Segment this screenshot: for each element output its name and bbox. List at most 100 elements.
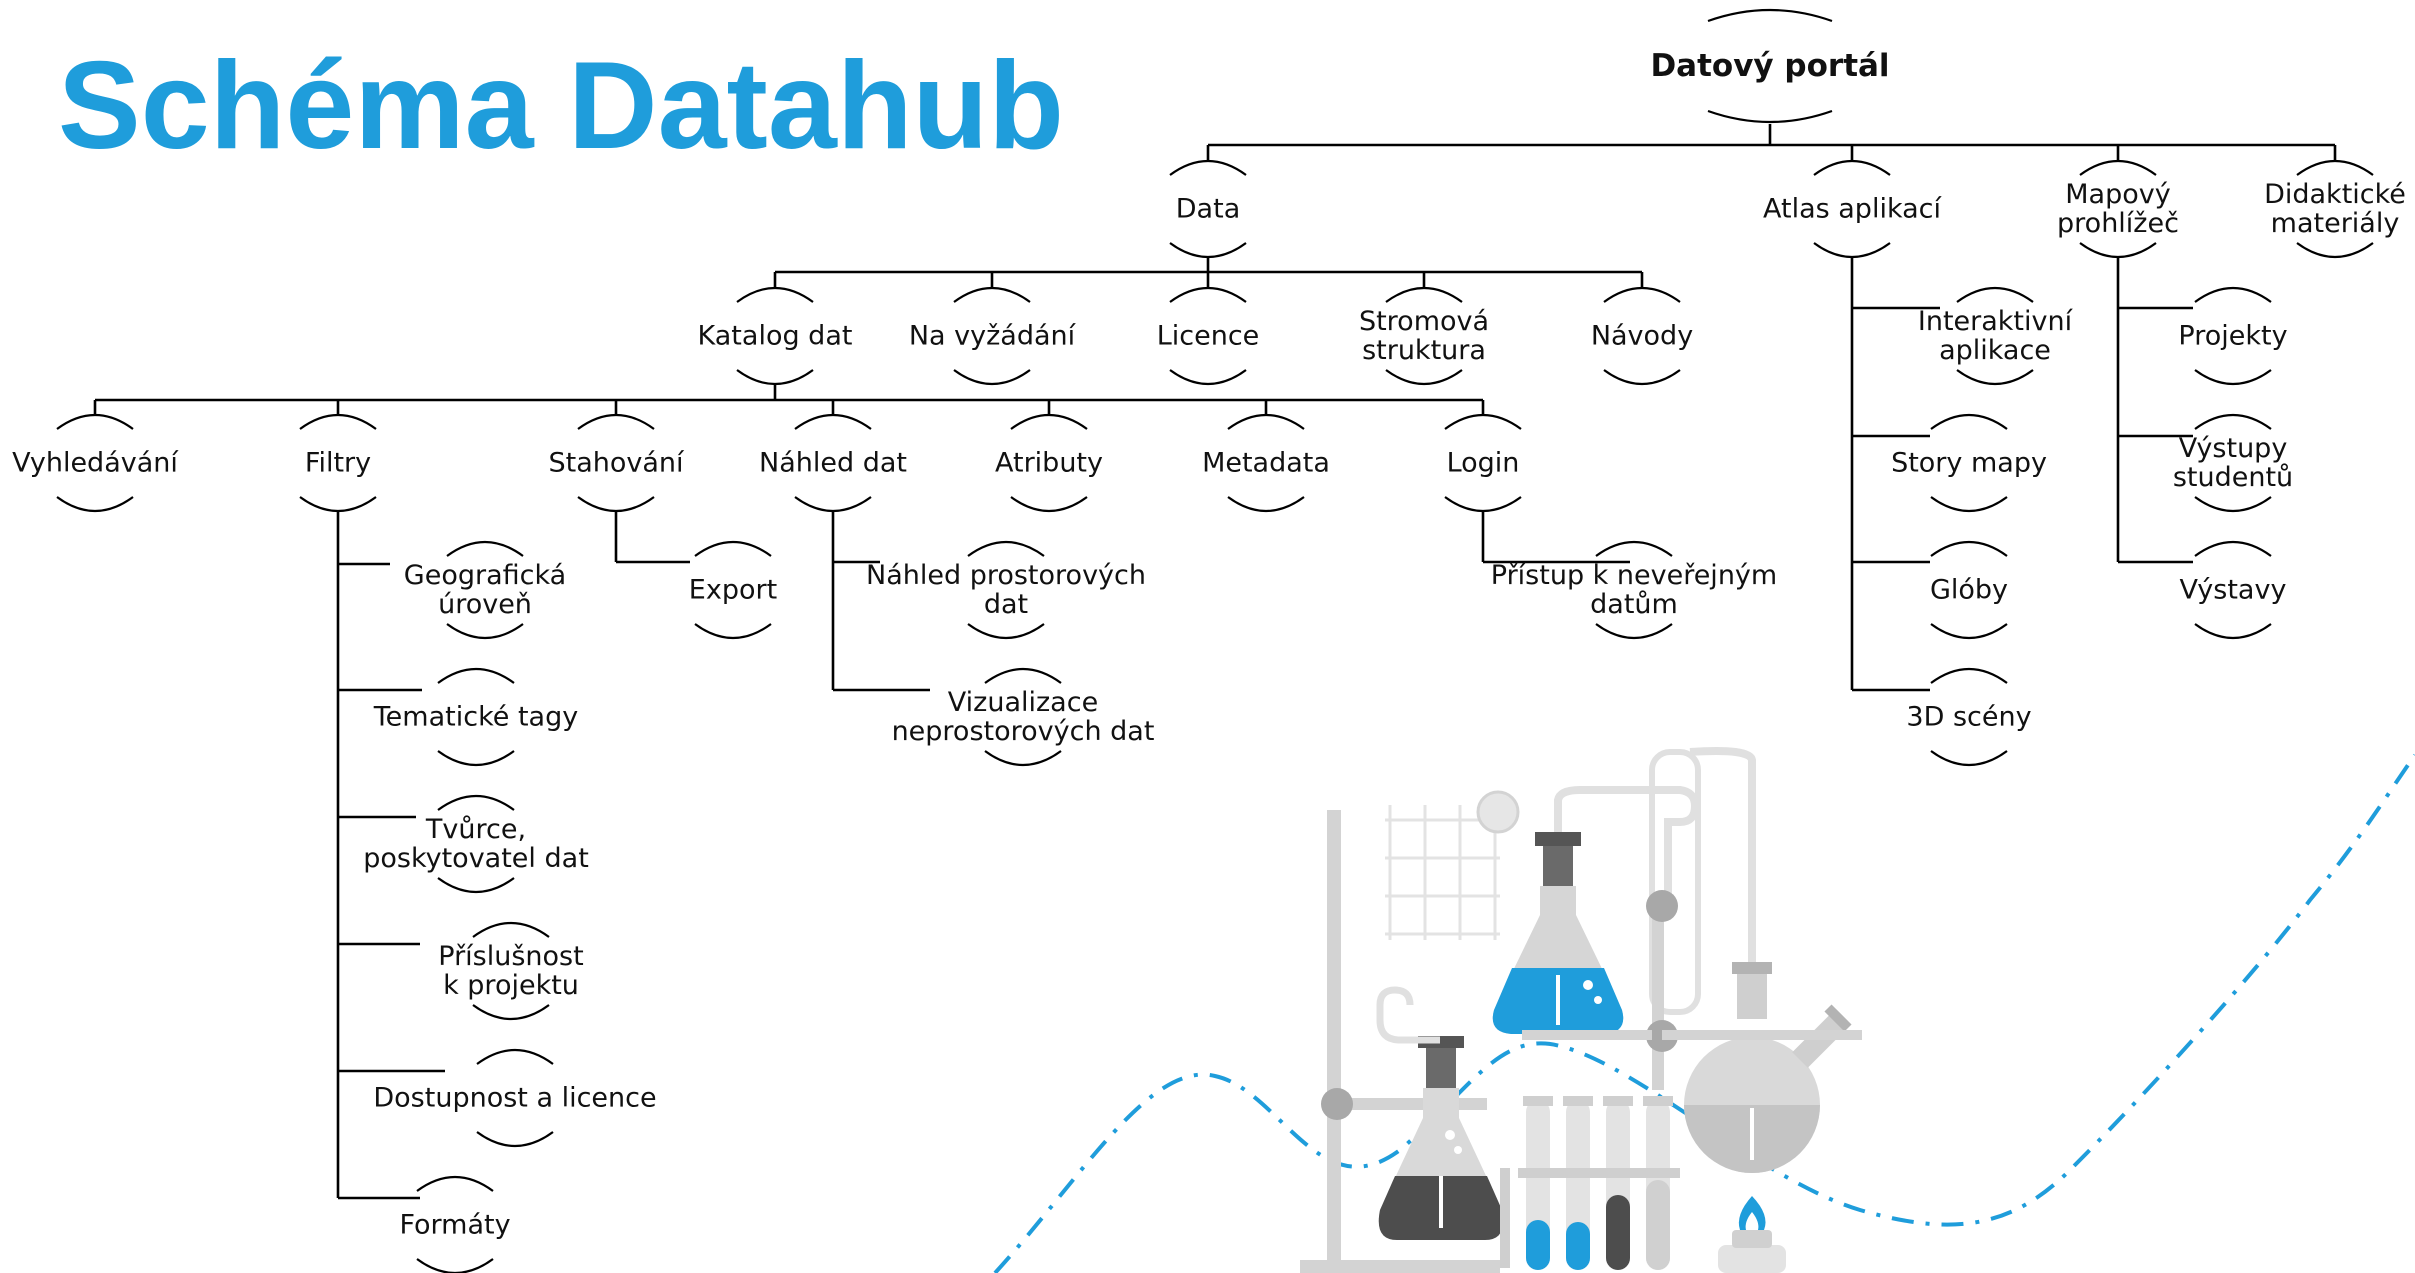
node-label: Návody xyxy=(1591,321,1693,352)
node-bottom-arc xyxy=(1707,109,1833,124)
node-atlas: Atlas aplikací xyxy=(1763,159,1943,259)
node-top-arc xyxy=(1813,159,1891,176)
node-top-arc xyxy=(694,540,772,557)
node-top-arc xyxy=(446,540,524,557)
node-top-arc xyxy=(299,413,377,430)
node-label: Datový portál xyxy=(1650,48,1889,84)
node-bottom-arc xyxy=(1595,623,1673,640)
node-top-arc xyxy=(984,667,1062,684)
node-top-arc xyxy=(1956,286,2034,303)
node-bottom-arc xyxy=(476,1131,554,1148)
flask-blue xyxy=(1492,832,1624,1034)
node-label: Didaktické xyxy=(2264,179,2406,210)
node-top-arc xyxy=(2194,540,2272,557)
node-top-arc xyxy=(416,1175,494,1192)
node-top-arc xyxy=(1930,667,2008,684)
node-label: Příslušnost xyxy=(438,941,583,972)
node-bottom-arc xyxy=(2194,369,2272,386)
connector-lines xyxy=(93,124,2337,1200)
node-top-arc xyxy=(967,540,1045,557)
node-bottom-arc xyxy=(1813,242,1891,259)
node-data: Data xyxy=(1169,159,1247,259)
flask-dark xyxy=(1378,1036,1504,1240)
node-label: Interaktivní xyxy=(1918,306,2074,337)
node-top-arc xyxy=(1603,286,1681,303)
node-label: materiály xyxy=(2271,208,2400,239)
node-bottom-arc xyxy=(2194,496,2272,513)
node-bottom-arc xyxy=(967,623,1045,640)
node-bottom-arc xyxy=(472,1004,550,1021)
node-navody: Návody xyxy=(1591,286,1693,386)
node-label: dat xyxy=(984,589,1028,620)
node-label: Metadata xyxy=(1202,448,1330,479)
node-katalog: Katalog dat xyxy=(698,286,853,386)
node-top-arc xyxy=(2079,159,2157,176)
node-label: Katalog dat xyxy=(698,321,853,352)
node-bottom-arc xyxy=(2194,623,2272,640)
node-bottom-arc xyxy=(2079,242,2157,259)
node-projekty: Projekty xyxy=(2178,286,2288,386)
node-bottom-arc xyxy=(1169,242,1247,259)
node-top-arc xyxy=(1227,413,1305,430)
node-label: studentů xyxy=(2173,462,2293,493)
node-bottom-arc xyxy=(1956,369,2034,386)
node-top-arc xyxy=(437,794,515,811)
node-bottom-arc xyxy=(1385,369,1463,386)
burner-icon xyxy=(1718,1196,1786,1273)
node-top-arc xyxy=(437,667,515,684)
node-bottom-arc xyxy=(1930,496,2008,513)
node-label: prohlížeč xyxy=(2057,208,2179,239)
node-top-arc xyxy=(1930,540,2008,557)
node-top-arc xyxy=(577,413,655,430)
node-label: Atlas aplikací xyxy=(1763,194,1943,225)
node-bottom-arc xyxy=(2296,242,2374,259)
node-label: Tematické tagy xyxy=(373,702,578,733)
node-nahled: Náhled dat xyxy=(759,413,907,513)
node-bottom-arc xyxy=(437,750,515,767)
node-top-arc xyxy=(476,1048,554,1065)
node-licence: Licence xyxy=(1157,286,1259,386)
node-bottom-arc xyxy=(953,369,1031,386)
node-label: Výstupy xyxy=(2179,433,2288,464)
node-label: Výstavy xyxy=(2180,575,2287,606)
node-top-arc xyxy=(794,413,872,430)
node-bottom-arc xyxy=(577,496,655,513)
test-tubes xyxy=(1500,1096,1680,1270)
node-formaty: Formáty xyxy=(399,1175,511,1273)
node-label: aplikace xyxy=(1939,335,2051,366)
node-bottom-arc xyxy=(437,877,515,894)
node-label: Projekty xyxy=(2178,321,2287,352)
node-label: Formáty xyxy=(399,1210,510,1241)
node-atributy: Atributy xyxy=(995,413,1103,513)
node-label: Stromová xyxy=(1359,306,1489,337)
node-top-arc xyxy=(953,286,1031,303)
node-label: Glóby xyxy=(1930,575,2008,606)
wave-dashdot-line xyxy=(993,753,2415,1273)
node-top-arc xyxy=(1010,413,1088,430)
node-top-arc xyxy=(1930,413,2008,430)
node-label: Náhled dat xyxy=(759,448,907,479)
node-bottom-arc xyxy=(1603,369,1681,386)
node-top-arc xyxy=(2194,413,2272,430)
node-label: Stahování xyxy=(548,448,685,479)
node-label: Mapový xyxy=(2065,179,2170,210)
flask-round xyxy=(1684,962,1852,1173)
node-filtry: Filtry xyxy=(299,413,377,513)
node-label: Data xyxy=(1176,194,1240,225)
node-top-arc xyxy=(2194,286,2272,303)
page-title: Schéma Datahub xyxy=(58,37,1065,175)
node-vyhledavani: Vyhledávání xyxy=(12,413,179,513)
node-label: Vizualizace xyxy=(948,687,1098,718)
node-root: Datový portál xyxy=(1650,8,1890,124)
node-metadata: Metadata xyxy=(1202,413,1330,513)
node-bottom-arc xyxy=(694,623,772,640)
clamp-knob xyxy=(1321,1088,1353,1120)
